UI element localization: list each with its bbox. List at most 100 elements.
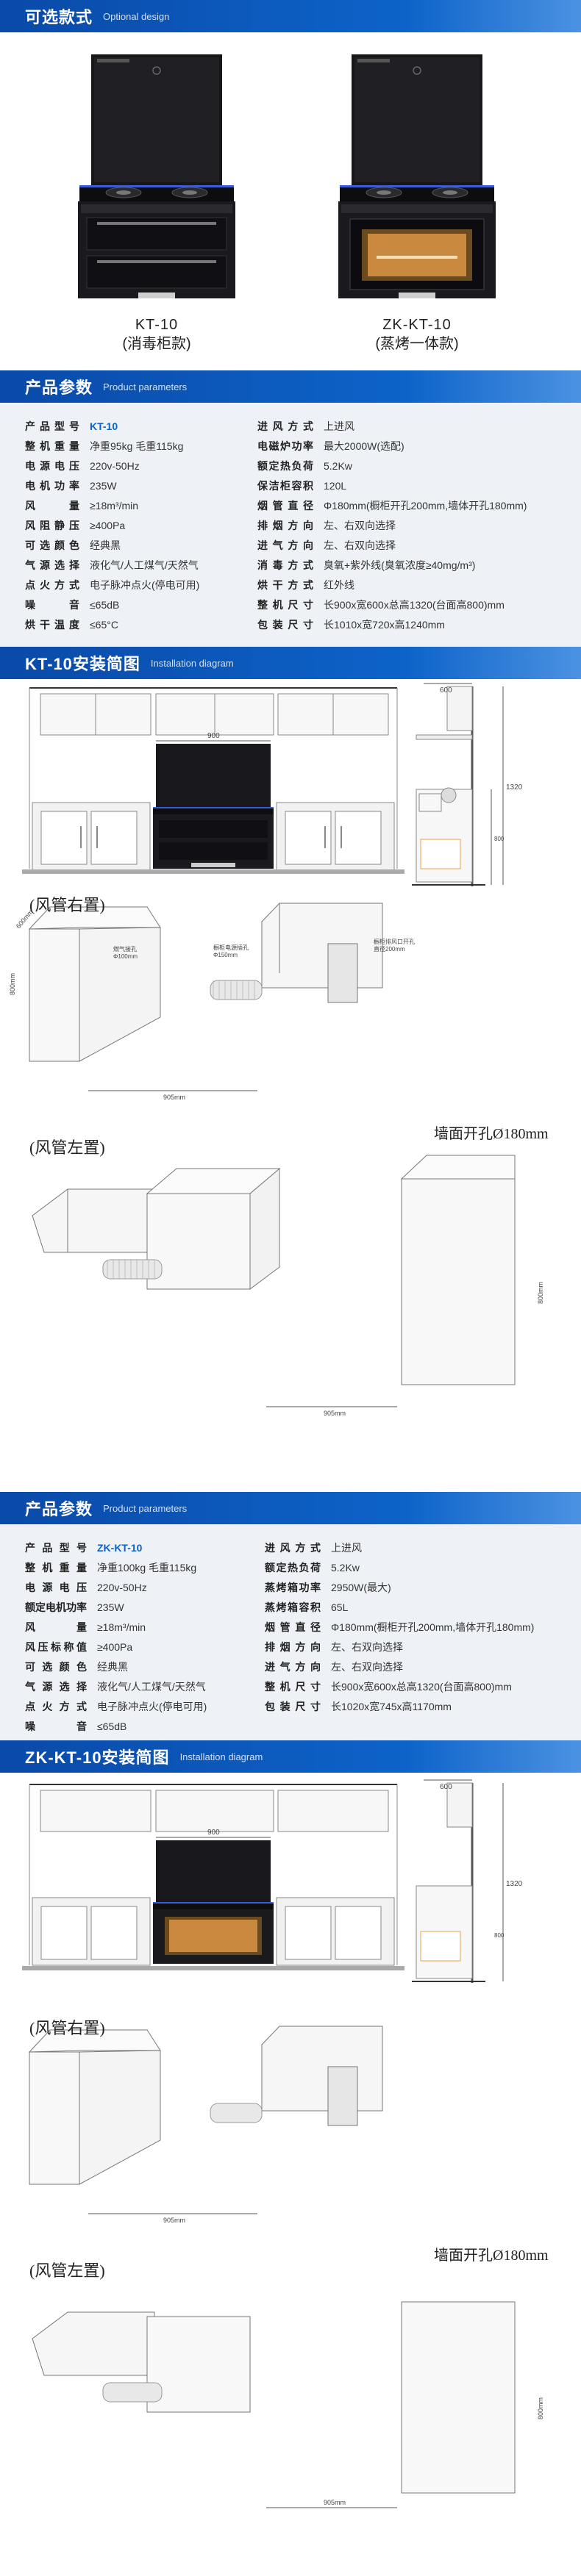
section-bar-optional: 可选款式 Optional design xyxy=(0,0,581,32)
section-title: 产品参数 xyxy=(25,378,93,397)
install-diagram-zkkt10: 900 600 1320 800 xyxy=(0,1773,581,2517)
spec-key: 烘干温度 xyxy=(25,618,79,631)
label-left-duct: (风管左置) xyxy=(29,2261,105,2280)
zkkt10-product-image xyxy=(338,54,496,298)
spec-value: Φ180mm(橱柜开孔200mm,墙体开孔180mm) xyxy=(324,499,527,512)
dim-right-905: 905mm xyxy=(163,2217,185,2224)
spec-value: ≥18m³/min xyxy=(90,499,139,512)
spec-key: 进风方式 xyxy=(257,420,313,432)
spec-value: 235W xyxy=(90,479,117,492)
spec-key: 烟管直径 xyxy=(265,1621,321,1633)
section-bar-params-2: 产品参数 Product parameters xyxy=(0,1492,581,1524)
spec-key: 蒸烤箱功率 xyxy=(265,1581,321,1593)
spec-value: 220v-50Hz xyxy=(97,1581,147,1593)
label-wall-hole: 墙面开孔Ø180mm xyxy=(434,2247,549,2264)
spec-value: ≤65dB xyxy=(97,1720,127,1732)
install-drawing-zkkt10: 900 600 1320 800 xyxy=(22,1779,544,2508)
note-power-hole: 橱柜电源插孔 xyxy=(213,944,249,951)
dim-side-depth: 600 xyxy=(440,686,452,695)
label-wall-hole: 墙面开孔Ø180mm xyxy=(434,1126,549,1142)
dim-left-800: 800mm xyxy=(537,2397,544,2419)
cooktop xyxy=(79,185,234,201)
note-gas-hole: 燃气接孔 xyxy=(113,945,137,952)
spec-value: 长900x宽600x总高1320(台面高800)mm xyxy=(324,598,505,611)
spec-value: 2950W(最大) xyxy=(331,1581,391,1593)
spec-key: 风 量 xyxy=(25,1621,87,1633)
spec-key: 整机重量 xyxy=(25,1561,87,1574)
spec-row: 气源选择液化气/人工煤气/天然气整机尺寸长900x宽600x总高1320(台面高… xyxy=(25,1676,534,1696)
section-title: 可选款式 xyxy=(25,8,93,26)
spec-key: 可选颜色 xyxy=(25,539,79,551)
dim-left-905: 905mm xyxy=(324,1410,346,1417)
spec-key: 额定热负荷 xyxy=(265,1561,321,1574)
spec-row: 可选颜色经典黑进气方向左、右双向选择 xyxy=(25,1657,534,1676)
spec-key: 整机尺寸 xyxy=(265,1680,321,1693)
spec-key: 点火方式 xyxy=(25,1700,87,1712)
spec-value: 最大2000W(选配) xyxy=(324,440,404,452)
spec-row: 点火方式电子脉冲点火(停电可用)烘干方式红外线 xyxy=(25,575,527,595)
spec-row: 点火方式电子脉冲点火(停电可用)包装尺寸长1020x宽745x高1170mm xyxy=(25,1696,534,1716)
cooktop xyxy=(340,185,494,201)
spec-key: 气源选择 xyxy=(25,559,79,571)
spec-value: 左、右双向选择 xyxy=(331,1640,403,1653)
spec-value: 净重100kg 毛重115kg xyxy=(97,1561,197,1574)
front-elevation xyxy=(22,1784,404,1970)
spec-key: 电源电压 xyxy=(25,459,79,472)
spec-key: 电磁炉功率 xyxy=(257,440,313,452)
spec-row: 整机重量净重95kg 毛重115kg 电磁炉功率最大2000W(选配) xyxy=(25,436,527,456)
spec-key: 蒸烤箱容积 xyxy=(265,1601,321,1613)
spec-value: 235W xyxy=(97,1601,124,1613)
spec-value: ≥400Pa xyxy=(90,519,126,531)
spec-row: 可选颜色经典黑进气方向左、右双向选择 xyxy=(25,535,527,555)
duct-left xyxy=(102,1259,163,1280)
dim-right-905: 905mm xyxy=(163,1094,185,1101)
product-model: KT-10 xyxy=(135,317,179,333)
spec-value: 液化气/人工煤气/天然气 xyxy=(90,559,199,571)
spec-row: 风 量 ≥18m³/min 烟管直径 Φ180mm(橱柜开孔200mm,墙体开孔180… xyxy=(25,1617,534,1637)
plan-left-duct xyxy=(32,1155,516,1385)
spec-key: 产品型号 xyxy=(25,420,79,432)
section-title: ZK-KT-10安装简图 xyxy=(25,1748,170,1767)
front-appliance xyxy=(153,744,274,869)
spec-value: ≥18m³/min xyxy=(97,1621,146,1633)
product-variant: (蒸烤一体款) xyxy=(375,336,459,352)
spec-value: 净重95kg 毛重115kg xyxy=(90,440,184,452)
section-subtitle: Product parameters xyxy=(103,381,188,392)
kt10-product-image xyxy=(78,54,235,298)
spec-key: 噪 音 xyxy=(25,1720,87,1732)
spec-key: 噪 音 xyxy=(25,598,79,611)
plan-left-duct xyxy=(32,2301,516,2494)
side-elevation xyxy=(412,1782,485,1983)
install-drawing-kt10: 900 600 1320 800 xyxy=(9,683,544,1417)
spec-value: 上进风 xyxy=(324,420,354,432)
spec-key: 保洁柜容积 xyxy=(257,479,313,492)
section-bar-install-1: KT-10安装简图 Installation diagram xyxy=(0,647,581,679)
product-variant: (消毒柜款) xyxy=(122,336,191,352)
svg-text:Φ100mm: Φ100mm xyxy=(113,953,138,960)
section-bar-params-1: 产品参数 Product parameters xyxy=(0,370,581,403)
note-exhaust-hole: 橱柜排风口开孔 xyxy=(374,938,415,945)
spec-row: 噪 音 ≤65dB xyxy=(25,1716,534,1736)
spec-value: Φ180mm(橱柜开孔200mm,墙体开孔180mm) xyxy=(331,1621,535,1633)
spec-key: 消毒方式 xyxy=(257,559,313,571)
section-bar-install-2: ZK-KT-10安装简图 Installation diagram xyxy=(0,1740,581,1773)
spec-value: ≤65°C xyxy=(90,618,118,631)
dim-side-counter: 800 xyxy=(494,836,505,842)
section-subtitle: Optional design xyxy=(103,10,170,22)
spec-value: 5.2Kw xyxy=(331,1561,360,1574)
spec-key: 风压标称值 xyxy=(25,1640,87,1653)
front-appliance xyxy=(153,1840,274,1964)
spec-value: ZK-KT-10 xyxy=(97,1541,143,1554)
spec-value: 经典黑 xyxy=(90,539,121,551)
spec-value: 长900x宽600x总高1320(台面高800)mm xyxy=(331,1680,512,1693)
spec-key: 整机重量 xyxy=(25,440,79,452)
spec-key: 点火方式 xyxy=(25,578,79,591)
